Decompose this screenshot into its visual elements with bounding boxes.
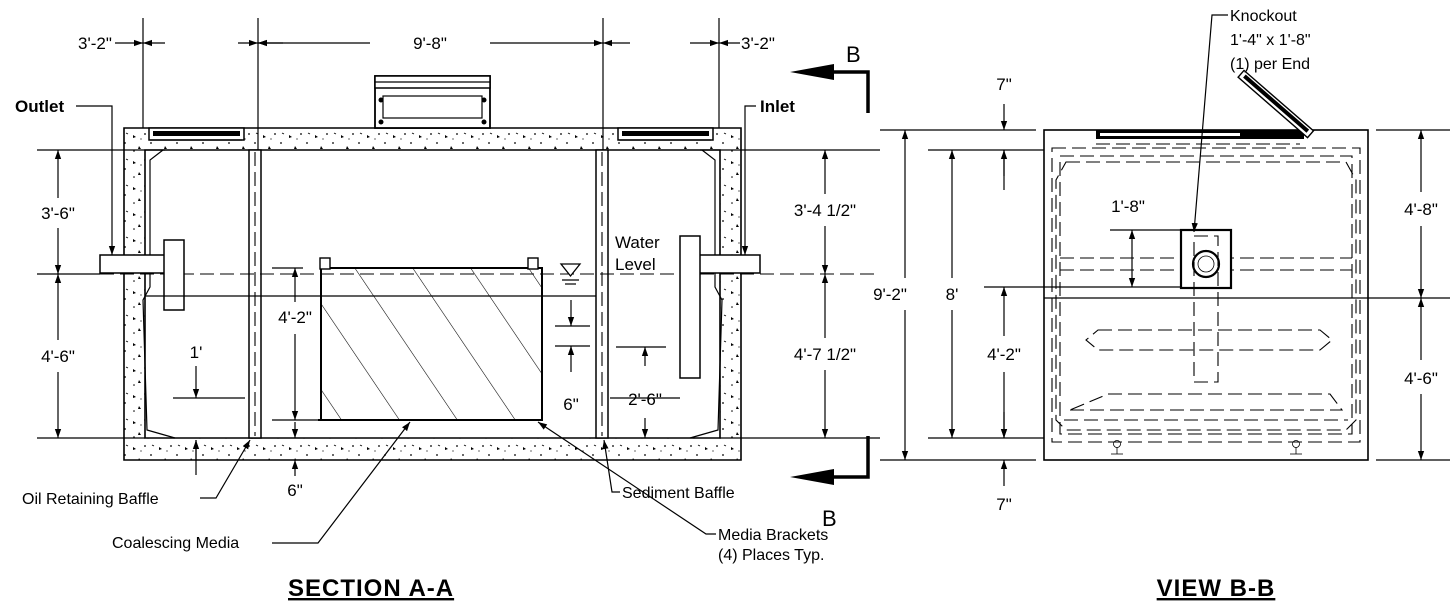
dim-view-b-inner: 8'	[946, 285, 959, 304]
svg-text:B: B	[846, 42, 861, 67]
dim-one-foot: 1'	[190, 343, 203, 362]
media-bracket	[319, 257, 331, 270]
access-hatch-left	[148, 127, 245, 141]
dim-left-upper: 3'-6"	[41, 204, 75, 223]
label-coalescing-media: Coalescing Media	[112, 535, 239, 552]
label-sediment-baffle: Sediment Baffle	[622, 485, 735, 502]
outlet-tee	[163, 239, 185, 311]
dim-right-lower: 4'-7 1/2"	[794, 345, 856, 364]
dim-media-height: 4'-2"	[278, 308, 312, 327]
knockout-pipe	[1191, 249, 1221, 279]
media-bracket	[527, 257, 539, 270]
label-knockout-2: 1'-4" x 1'-8"	[1230, 32, 1311, 49]
section-cut-marker-top: B	[790, 42, 870, 113]
coalescing-media-block	[320, 267, 543, 421]
title-section-a-a: SECTION A-A	[288, 575, 454, 602]
water-level-symbol	[559, 263, 582, 278]
dim-right-upper: 3'-4 1/2"	[794, 201, 856, 220]
dim-view-b-bottom-7: 7"	[996, 495, 1012, 514]
dim-view-b-overall: 9'-2"	[873, 285, 907, 304]
hidden-tee	[1193, 235, 1219, 383]
access-hatch-right	[617, 127, 714, 141]
tank-liner-right	[689, 149, 723, 439]
hinged-lid-open	[1237, 69, 1315, 139]
label-media-brackets-2: (4) Places Typ.	[718, 547, 824, 564]
support-feet	[1111, 440, 1302, 455]
label-outlet: Outlet	[15, 97, 64, 116]
end-view-lids	[1096, 130, 1304, 145]
label-oil-baffle: Oil Retaining Baffle	[22, 491, 159, 508]
dim-right-end: 3'-2"	[741, 34, 775, 53]
dim-two-six: 2'-6"	[628, 390, 662, 409]
access-riser-center	[374, 75, 491, 129]
dim-left-lower: 4'-6"	[41, 347, 75, 366]
dim-center: 9'-8"	[413, 34, 447, 53]
label-knockout-3: (1) per End	[1230, 56, 1310, 73]
tank-liner-left	[142, 149, 176, 439]
dim-left-end: 3'-2"	[78, 34, 112, 53]
label-media-brackets-1: Media Brackets	[718, 527, 828, 544]
label-knockout-1: Knockout	[1230, 8, 1297, 25]
label-water-level-2: Level	[615, 255, 656, 274]
dim-view-b-top-7: 7"	[996, 75, 1012, 94]
section-a-a: 3'-2" 9'-8" 3'-2" 3'-6" 4'-6" 3'-4 1/2" …	[15, 18, 880, 602]
hidden-inner-shell	[1051, 147, 1361, 443]
label-inlet: Inlet	[760, 97, 795, 116]
inlet-tee	[679, 235, 701, 379]
label-water-level-1: Water	[615, 233, 660, 252]
dim-six-in-floor: 6"	[287, 481, 303, 500]
section-cut-marker-bottom: B	[790, 436, 870, 531]
dim-view-b-right-lower: 4'-6"	[1404, 369, 1438, 388]
dim-knockout-height: 1'-8"	[1111, 197, 1145, 216]
view-b-b: 7" 7" 9'-2" 8' 1'-8" 4'-2" 4'-8" 4'-6" K…	[873, 8, 1450, 602]
svg-text:B: B	[822, 506, 837, 531]
dim-view-b-right-upper: 4'-8"	[1404, 200, 1438, 219]
title-view-b-b: VIEW B-B	[1157, 575, 1276, 602]
dim-view-b-lower-left: 4'-2"	[987, 345, 1021, 364]
dim-six-in-media: 6"	[563, 395, 579, 414]
end-view-outline	[1043, 129, 1369, 461]
